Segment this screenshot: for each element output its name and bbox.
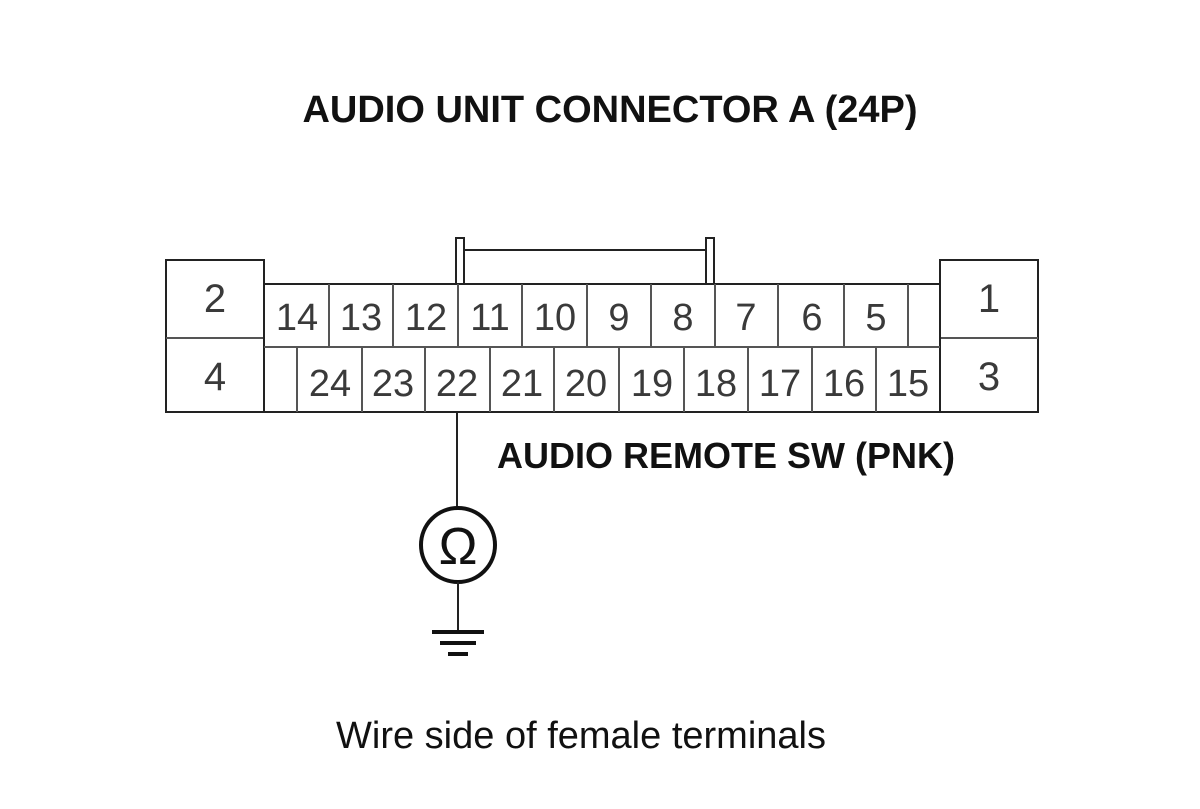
pin-label: 11 — [470, 297, 509, 339]
connector-body — [165, 237, 1039, 413]
pin-label: 8 — [672, 297, 693, 339]
pin-1-label: 1 — [978, 277, 1000, 321]
pin-label: 13 — [340, 297, 382, 339]
pin-label: 5 — [865, 297, 886, 339]
pin-label: 9 — [608, 297, 629, 339]
pin-label: 16 — [823, 363, 865, 405]
pin-label: 19 — [631, 363, 673, 405]
pin-3-label: 3 — [978, 355, 1000, 399]
pin-4-label: 4 — [204, 355, 226, 399]
ohmmeter-icon: Ω — [419, 506, 497, 584]
pin-label: 23 — [372, 363, 414, 405]
pin-label: 24 — [309, 363, 351, 405]
pin-label: 15 — [887, 363, 929, 405]
pin-label: 12 — [405, 297, 447, 339]
pin-label: 6 — [801, 297, 822, 339]
pin-label: 18 — [695, 363, 737, 405]
top-row-pins: 14 13 12 11 10 9 8 7 6 5 — [276, 297, 887, 339]
wire-label: AUDIO REMOTE SW (PNK) — [497, 435, 955, 476]
pin-label: 7 — [735, 297, 756, 339]
pin-label: 20 — [565, 363, 607, 405]
pin-label: 21 — [501, 363, 543, 405]
pin-label: 14 — [276, 297, 318, 339]
pin-22-label: 22 — [436, 363, 478, 405]
pin-label: 17 — [759, 363, 801, 405]
caption: Wire side of female terminals — [336, 715, 826, 757]
diagram-title: AUDIO UNIT CONNECTOR A (24P) — [302, 89, 917, 131]
bottom-row-pins: 24 23 22 21 20 19 18 17 16 15 — [309, 363, 929, 405]
omega-symbol: Ω — [439, 518, 478, 576]
ground-icon — [432, 630, 484, 656]
pin-label: 10 — [534, 297, 576, 339]
pin-2-label: 2 — [204, 277, 226, 321]
